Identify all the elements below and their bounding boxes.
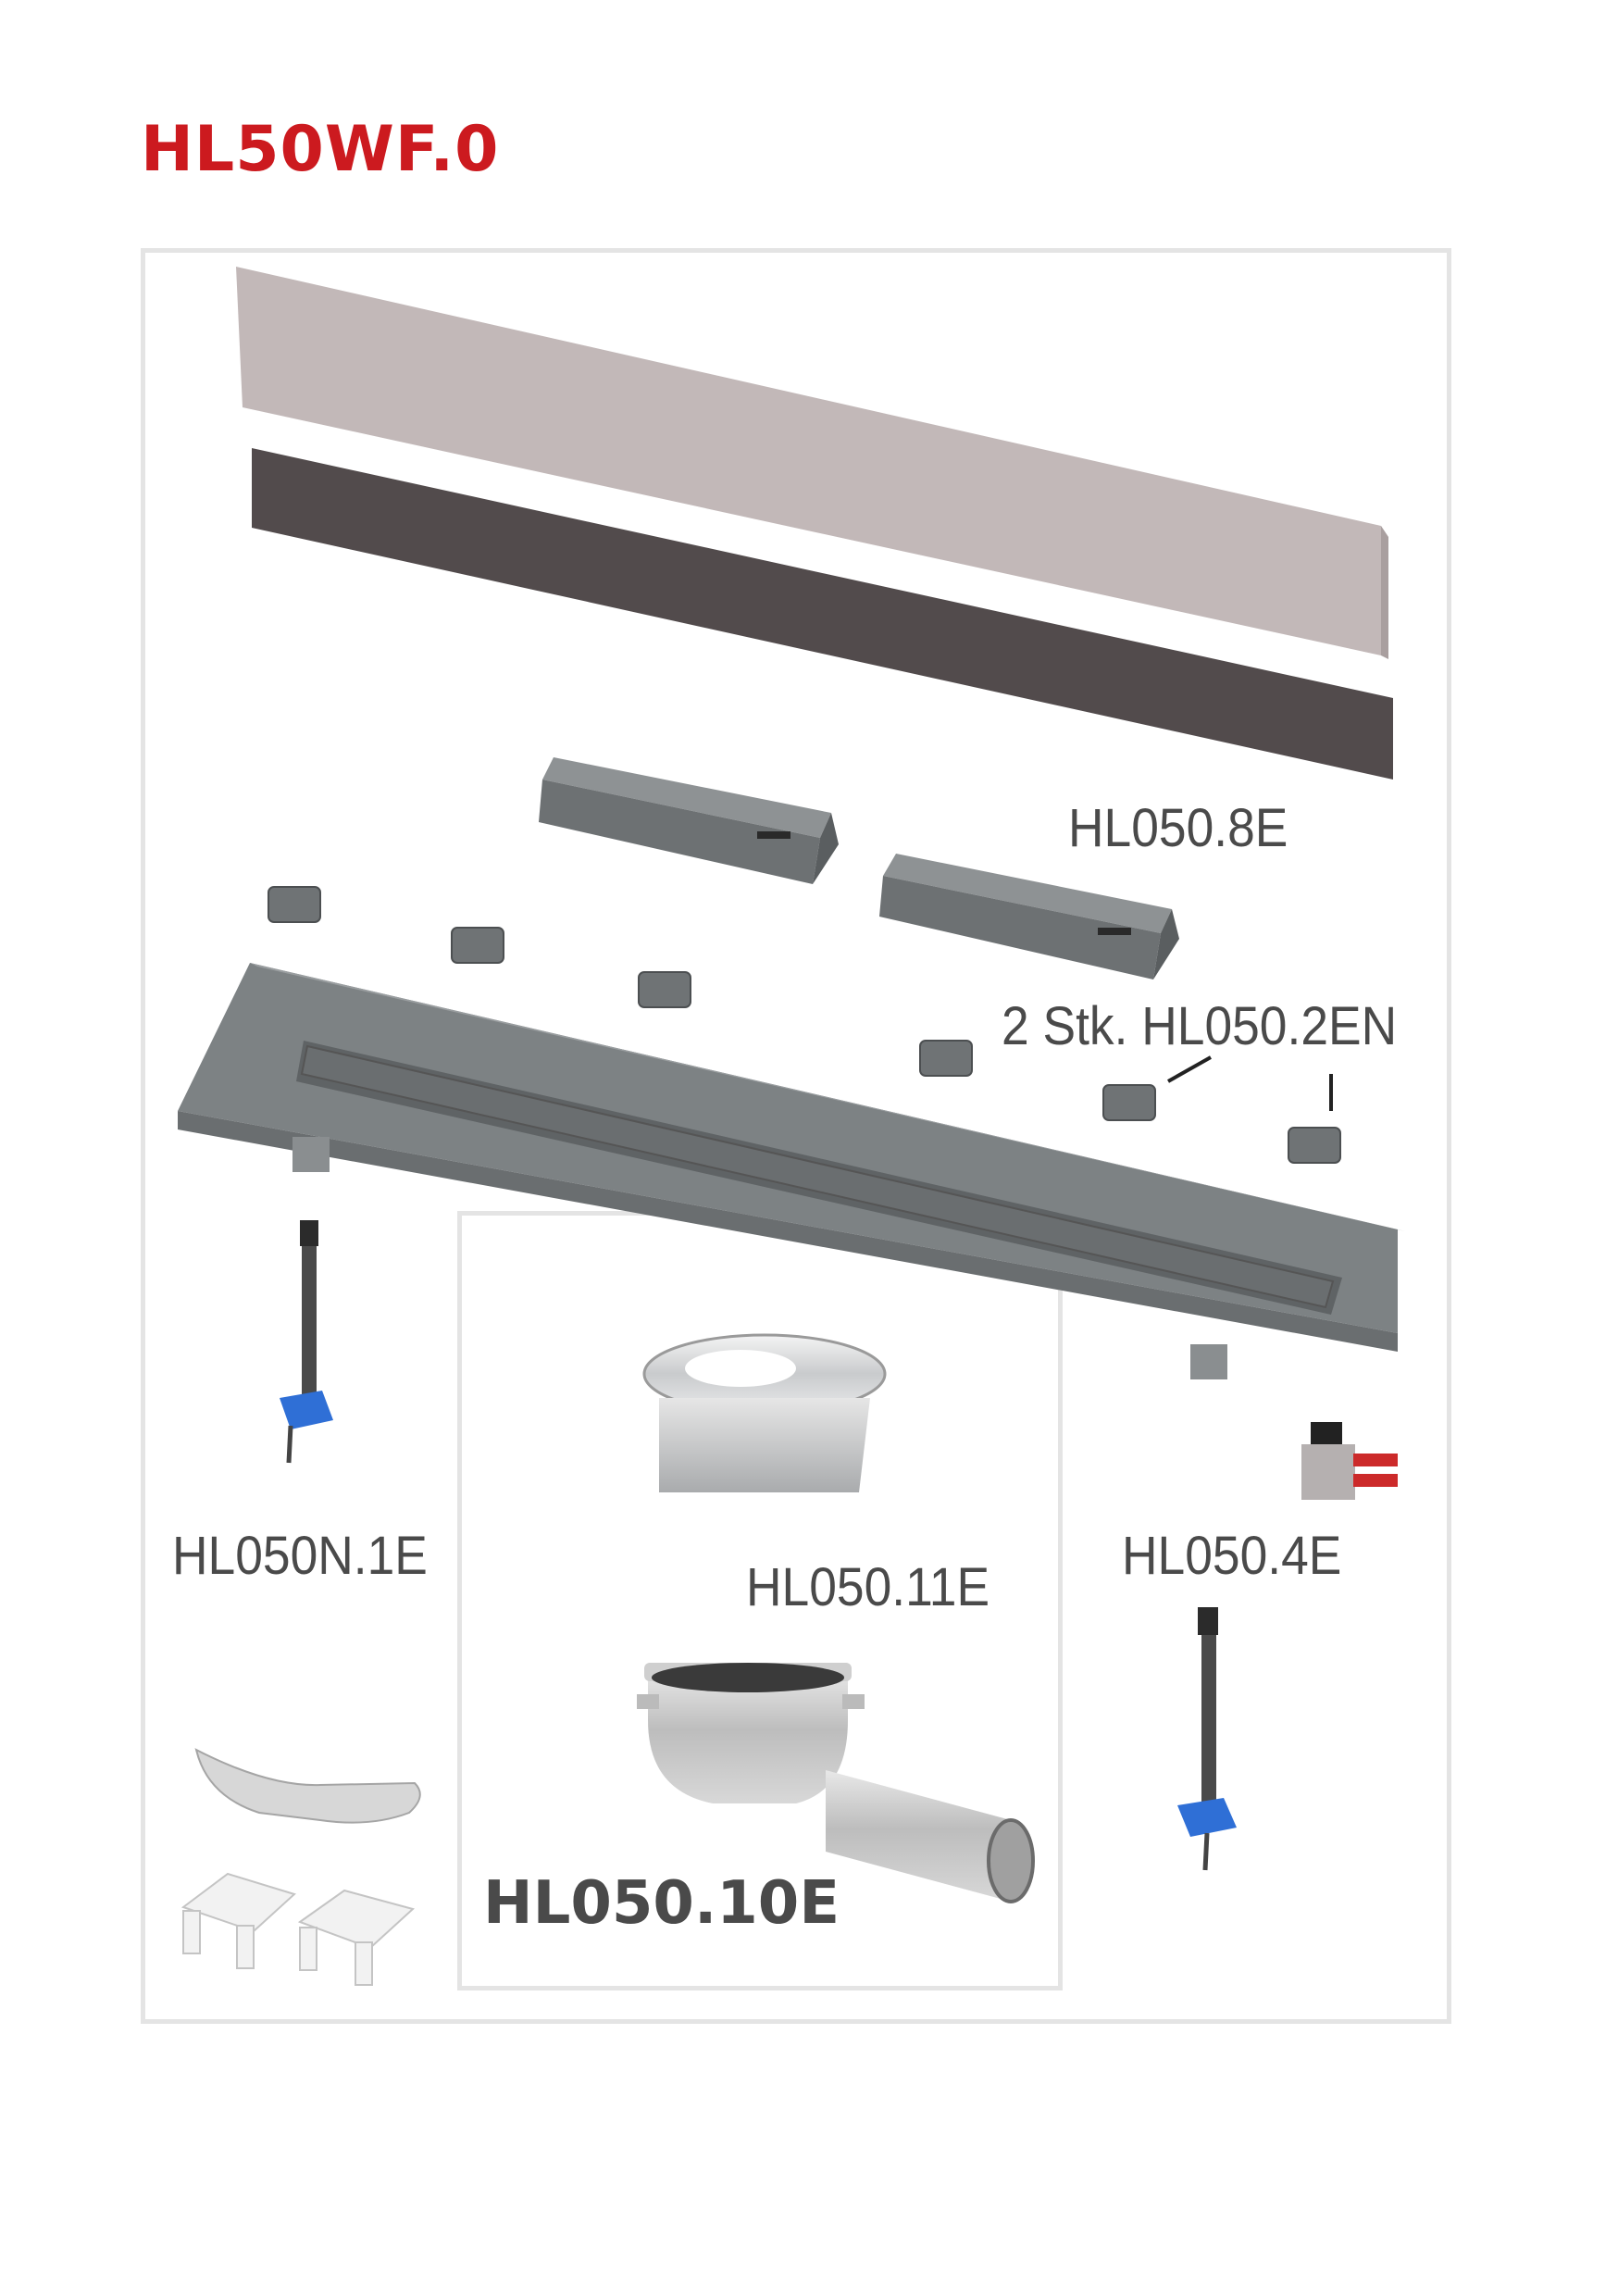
- spacer-clips: [180, 1872, 416, 1986]
- wall-bracket-red: [1301, 1422, 1398, 1500]
- cover-strip-light-edge: [1381, 526, 1388, 659]
- cover-clip-2: [879, 854, 1179, 980]
- mounting-bracket-right: [1177, 1607, 1237, 1871]
- outer-frame: [141, 248, 1451, 2024]
- label-bracket-right: HL050.4E: [1122, 1526, 1342, 1586]
- mounting-bracket-left: [280, 1220, 333, 1464]
- siphon: [637, 1663, 1035, 1903]
- odour-trap-insert: [642, 1333, 887, 1492]
- levelling-feet: [268, 886, 1341, 1164]
- cover-clip-1: [539, 757, 839, 884]
- label-insert: HL050.11E: [746, 1557, 990, 1617]
- cover-strip-light: [236, 267, 1381, 655]
- cover-strip-dark: [252, 448, 1393, 780]
- drain-channel: [178, 963, 1405, 1379]
- label-levelling-feet: 2 Stk. HL050.2EN: [1002, 996, 1398, 1056]
- product-title: HL50WF.0: [141, 113, 500, 186]
- label-cover-clips: HL050.8E: [1068, 798, 1288, 858]
- label-bracket-left: HL050N.1E: [172, 1526, 428, 1586]
- leader-line-1: [1167, 1055, 1212, 1083]
- label-siphon: HL050.10E: [483, 1869, 840, 1938]
- installation-tool: [194, 1748, 421, 1824]
